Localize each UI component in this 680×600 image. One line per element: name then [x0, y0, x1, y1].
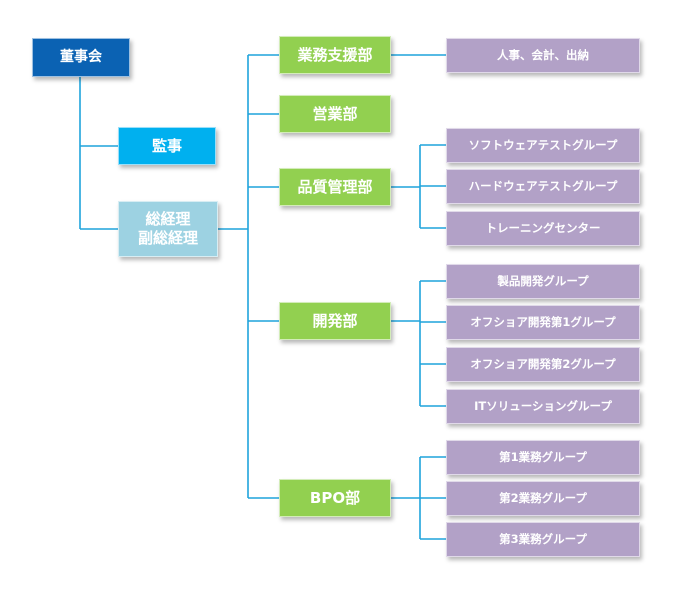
dept-label: BPO部	[309, 488, 361, 507]
board-label: 董事会	[60, 48, 102, 65]
dept-label: 開発部	[312, 311, 358, 330]
group-training-center: トレーニングセンター	[446, 211, 640, 246]
group-label: 製品開発グループ	[497, 274, 589, 289]
group-offshore-dev-2: オフショア開発第2グループ	[446, 347, 640, 382]
dept-label: 品質管理部	[297, 177, 373, 196]
auditor-box: 監事	[118, 127, 216, 165]
group-it-solution: ITソリューショングループ	[446, 389, 640, 424]
dept-label: 業務支援部	[297, 45, 373, 64]
dept-bpo: BPO部	[279, 479, 391, 517]
group-label: オフショア開発第1グループ	[470, 315, 616, 330]
group-label: ITソリューショングループ	[474, 399, 612, 414]
group-product-dev: 製品開発グループ	[446, 264, 640, 299]
group-label: トレーニングセンター	[485, 221, 601, 236]
group-label: ソフトウェアテストグループ	[468, 138, 618, 153]
dept-sales: 営業部	[279, 95, 391, 133]
deputy-general-manager-label: 副総経理	[137, 229, 198, 247]
group-label: ハードウェアテストグループ	[468, 179, 618, 194]
group-label: 第3業務グループ	[499, 532, 587, 547]
dept-label: 営業部	[312, 104, 358, 123]
group-business-1: 第1業務グループ	[446, 440, 640, 475]
group-label: オフショア開発第2グループ	[470, 357, 616, 372]
group-hardware-test: ハードウェアテストグループ	[446, 169, 640, 204]
group-label: 第2業務グループ	[499, 491, 587, 506]
dept-development: 開発部	[279, 302, 391, 340]
group-hr-accounting: 人事、会計、出納	[446, 38, 640, 73]
group-software-test: ソフトウェアテストグループ	[446, 128, 640, 163]
group-offshore-dev-1: オフショア開発第1グループ	[446, 305, 640, 340]
group-label: 第1業務グループ	[499, 450, 587, 465]
dept-business-support: 業務支援部	[279, 36, 391, 74]
group-business-2: 第2業務グループ	[446, 481, 640, 516]
auditor-label: 監事	[151, 136, 182, 155]
general-manager-box: 総経理 副総経理	[118, 201, 218, 257]
group-business-3: 第3業務グループ	[446, 522, 640, 557]
board-box: 董事会	[32, 38, 130, 77]
general-manager-label: 総経理	[145, 210, 191, 229]
dept-quality-control: 品質管理部	[279, 168, 391, 206]
group-label: 人事、会計、出納	[497, 48, 589, 63]
